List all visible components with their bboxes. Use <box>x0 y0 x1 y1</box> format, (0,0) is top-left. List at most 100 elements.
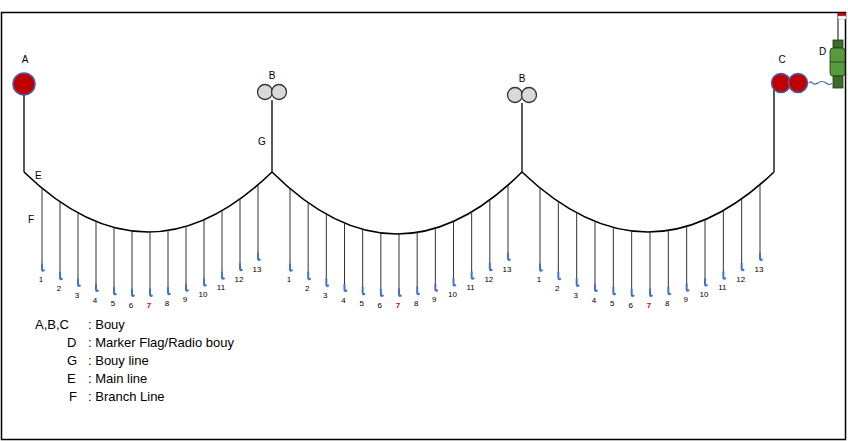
branch-line <box>595 221 598 291</box>
hook <box>650 289 653 296</box>
frame <box>2 13 846 440</box>
legend-key: G <box>67 354 77 369</box>
hook-number: 8 <box>665 299 669 308</box>
hook-number: 11 <box>718 283 726 292</box>
hook-number: 1 <box>39 275 43 284</box>
hook-number: 6 <box>378 301 382 310</box>
buoy: B <box>505 73 539 105</box>
hook <box>96 284 99 291</box>
hook-number: 13 <box>755 265 764 274</box>
branch-line <box>96 221 99 291</box>
hook <box>687 283 690 290</box>
branch-line <box>723 211 726 279</box>
hook-number: 9 <box>432 295 436 304</box>
buoy: C <box>770 54 809 94</box>
hook-number: 12 <box>736 275 745 284</box>
hook <box>42 263 45 270</box>
hook <box>345 284 348 291</box>
hook-number: 1 <box>537 275 541 284</box>
branch-line <box>613 227 616 294</box>
branch-line <box>558 202 561 280</box>
hook-number: 12 <box>235 275 244 284</box>
hook-number: 10 <box>448 290 457 299</box>
tether-line <box>809 82 818 84</box>
hook <box>472 271 475 278</box>
hook <box>540 263 543 270</box>
hook <box>308 272 311 279</box>
branch-line <box>705 220 708 286</box>
branch-line <box>114 227 117 294</box>
hook <box>258 253 261 260</box>
hook-number: 2 <box>555 284 559 293</box>
hook <box>760 253 763 260</box>
branch-line <box>150 232 153 296</box>
branch-line <box>326 214 329 286</box>
hook-number: 5 <box>359 299 363 308</box>
hook-number: 13 <box>253 265 262 274</box>
branch-line <box>258 185 261 260</box>
main-line <box>24 172 774 234</box>
branch-line <box>345 223 348 291</box>
hook <box>577 279 580 286</box>
hook-number: 5 <box>111 299 115 308</box>
hook <box>705 278 708 285</box>
hook-number: 1 <box>287 275 291 284</box>
legend-text: : Bouy line <box>88 354 149 369</box>
hook <box>742 263 745 270</box>
hook <box>326 279 329 286</box>
hook-number: 2 <box>305 284 309 293</box>
branch-line <box>186 226 189 290</box>
hook-number: 10 <box>700 290 709 299</box>
branch-line <box>399 234 402 296</box>
buoy: B <box>255 70 289 102</box>
hook-number: 13 <box>503 265 512 274</box>
hook <box>168 287 171 294</box>
legend-key: A,B,C <box>35 318 69 333</box>
branch-line <box>435 228 438 291</box>
hook <box>435 283 438 290</box>
buoy-shape <box>770 54 809 94</box>
hook-number: 8 <box>165 299 169 308</box>
branch-line <box>632 231 635 296</box>
hook-number: 2 <box>57 284 61 293</box>
branch-line <box>290 189 293 271</box>
legend-key: D <box>67 336 76 351</box>
branch-line <box>204 220 207 286</box>
buoy-letter: B <box>519 73 526 85</box>
branch-line <box>454 221 457 285</box>
hook <box>60 272 63 279</box>
branch-line <box>381 233 384 296</box>
branch-line <box>760 185 763 260</box>
hook <box>240 263 243 270</box>
hook <box>399 289 402 296</box>
hook <box>508 253 511 260</box>
branch-line <box>308 203 311 280</box>
hook <box>204 278 207 285</box>
branch-line <box>687 226 690 290</box>
buoy-letter: D <box>819 46 826 58</box>
hook <box>132 289 135 296</box>
hook-number: 11 <box>217 283 225 292</box>
buoy-letter: B <box>269 70 276 82</box>
hook <box>490 263 493 270</box>
hook-number: 3 <box>323 291 327 300</box>
hook <box>417 287 420 294</box>
branch-line <box>363 229 366 294</box>
hook <box>114 287 117 294</box>
branch-line <box>168 230 171 294</box>
legend-text: : Branch Line <box>88 390 165 405</box>
hook-number: 10 <box>199 290 208 299</box>
branch-line <box>240 199 243 270</box>
buoy-letter: C <box>778 54 785 66</box>
legend-key: F <box>69 390 77 405</box>
legend-text: : Marker Flag/Radio bouy <box>88 336 234 351</box>
hook-number: 9 <box>683 295 687 304</box>
branch-line <box>78 213 81 286</box>
hook <box>558 272 561 279</box>
hook-number: 8 <box>414 299 418 308</box>
branch-line <box>577 213 580 286</box>
hook <box>454 278 457 285</box>
branch-line <box>222 211 225 279</box>
part-letter: G <box>258 136 266 148</box>
hook <box>222 271 225 278</box>
